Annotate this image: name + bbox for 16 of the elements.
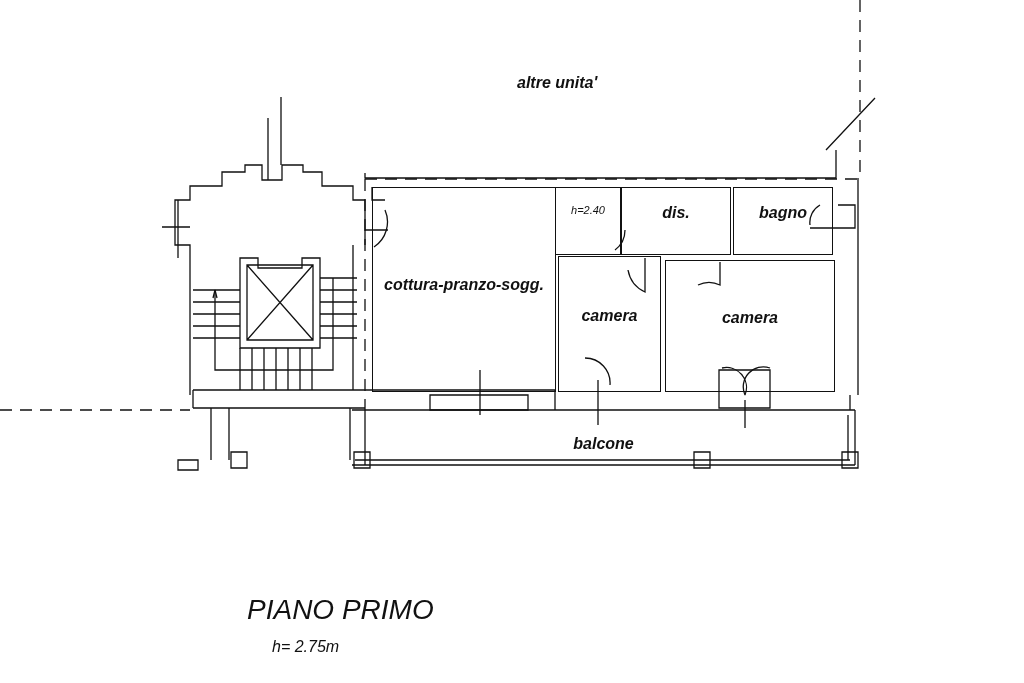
room-label: camera (581, 307, 638, 325)
room-label: camera (721, 309, 778, 327)
room-label: bagno (759, 204, 807, 222)
drawing-title: PIANO PRIMO (247, 594, 434, 626)
room-outline (733, 187, 833, 255)
room-outline (621, 187, 731, 255)
room-label: balcone (573, 434, 634, 453)
room-outline (372, 187, 556, 392)
room-outline (665, 260, 835, 392)
room-label: h=2.40 (571, 204, 605, 216)
room-label: dis. (662, 204, 690, 222)
room-outline (558, 256, 661, 392)
area-label: altre unita' (517, 74, 598, 92)
ceiling-height-note: h= 2.75m (272, 638, 340, 656)
room-outline (555, 187, 621, 255)
room-label: cottura-pranzo-sogg. (384, 275, 544, 294)
